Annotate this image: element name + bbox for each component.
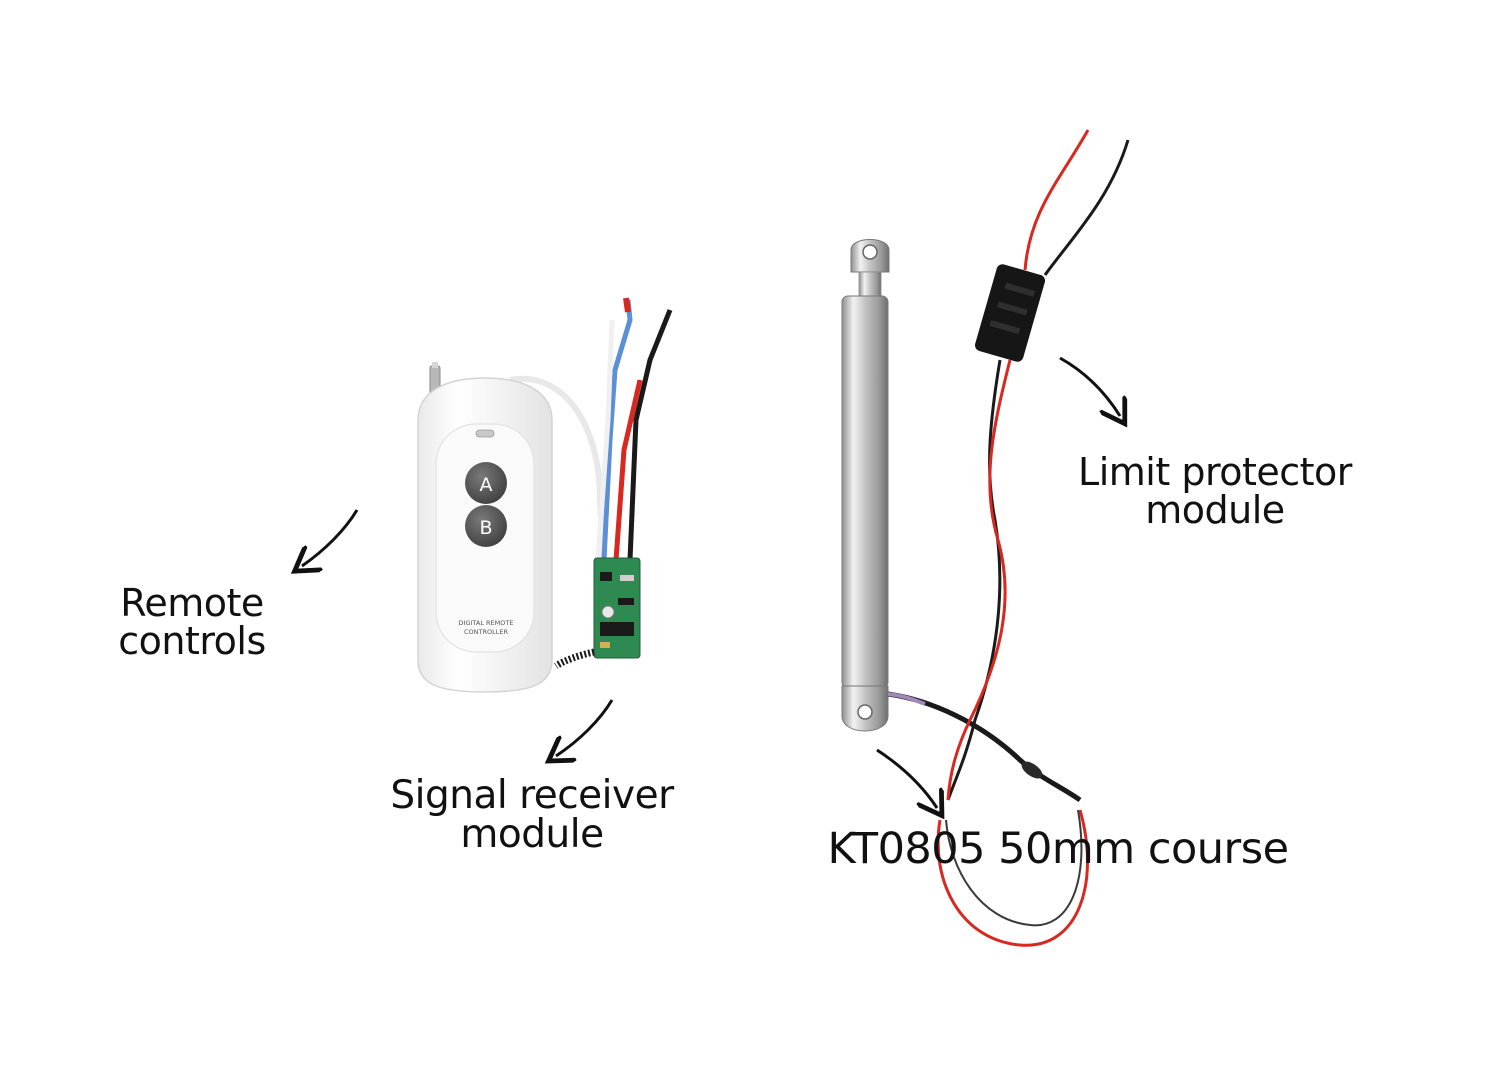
signal-receiver-label-line-2: module [460, 812, 604, 857]
remote-arrow-icon [302, 509, 359, 566]
signal-receiver-label: Signal receiver module [372, 776, 692, 854]
remote-button-a: A [465, 462, 507, 504]
svg-text:B: B [479, 517, 492, 539]
limit-protector-label: Limit protector module [1060, 453, 1370, 529]
remote-button-b: B [465, 505, 507, 547]
receiver-module [554, 297, 673, 669]
remote-controls-label-line-2: controls [118, 619, 266, 663]
receiver-arrow-icon [556, 699, 614, 756]
limit-arrow-icon [1059, 356, 1120, 416]
svg-text:A: A [480, 474, 493, 496]
linear-actuator [841, 239, 1082, 803]
actuator-body [841, 295, 889, 689]
remote-controls-label-line-1: Remote [120, 581, 264, 625]
remote-control: A B DIGITAL REMOTE CONTROLLER [417, 362, 607, 693]
actuator-label: KT0805 50mm course [827, 824, 1289, 874]
actuator-arrow-icon [876, 748, 937, 808]
limit-protector-label-line-1: Limit protector [1078, 450, 1352, 494]
remote-brand-line-2: CONTROLLER [464, 628, 508, 636]
remote-led-icon [475, 429, 495, 438]
remote-brand-line-1: DIGITAL REMOTE [459, 619, 514, 627]
limit-protector-body [974, 264, 1046, 362]
signal-receiver-label-line-1: Signal receiver [390, 773, 674, 818]
limit-protector [936, 129, 1130, 947]
limit-protector-label-line-2: module [1145, 488, 1285, 532]
remote-controls-label: Remote controls [92, 584, 292, 660]
